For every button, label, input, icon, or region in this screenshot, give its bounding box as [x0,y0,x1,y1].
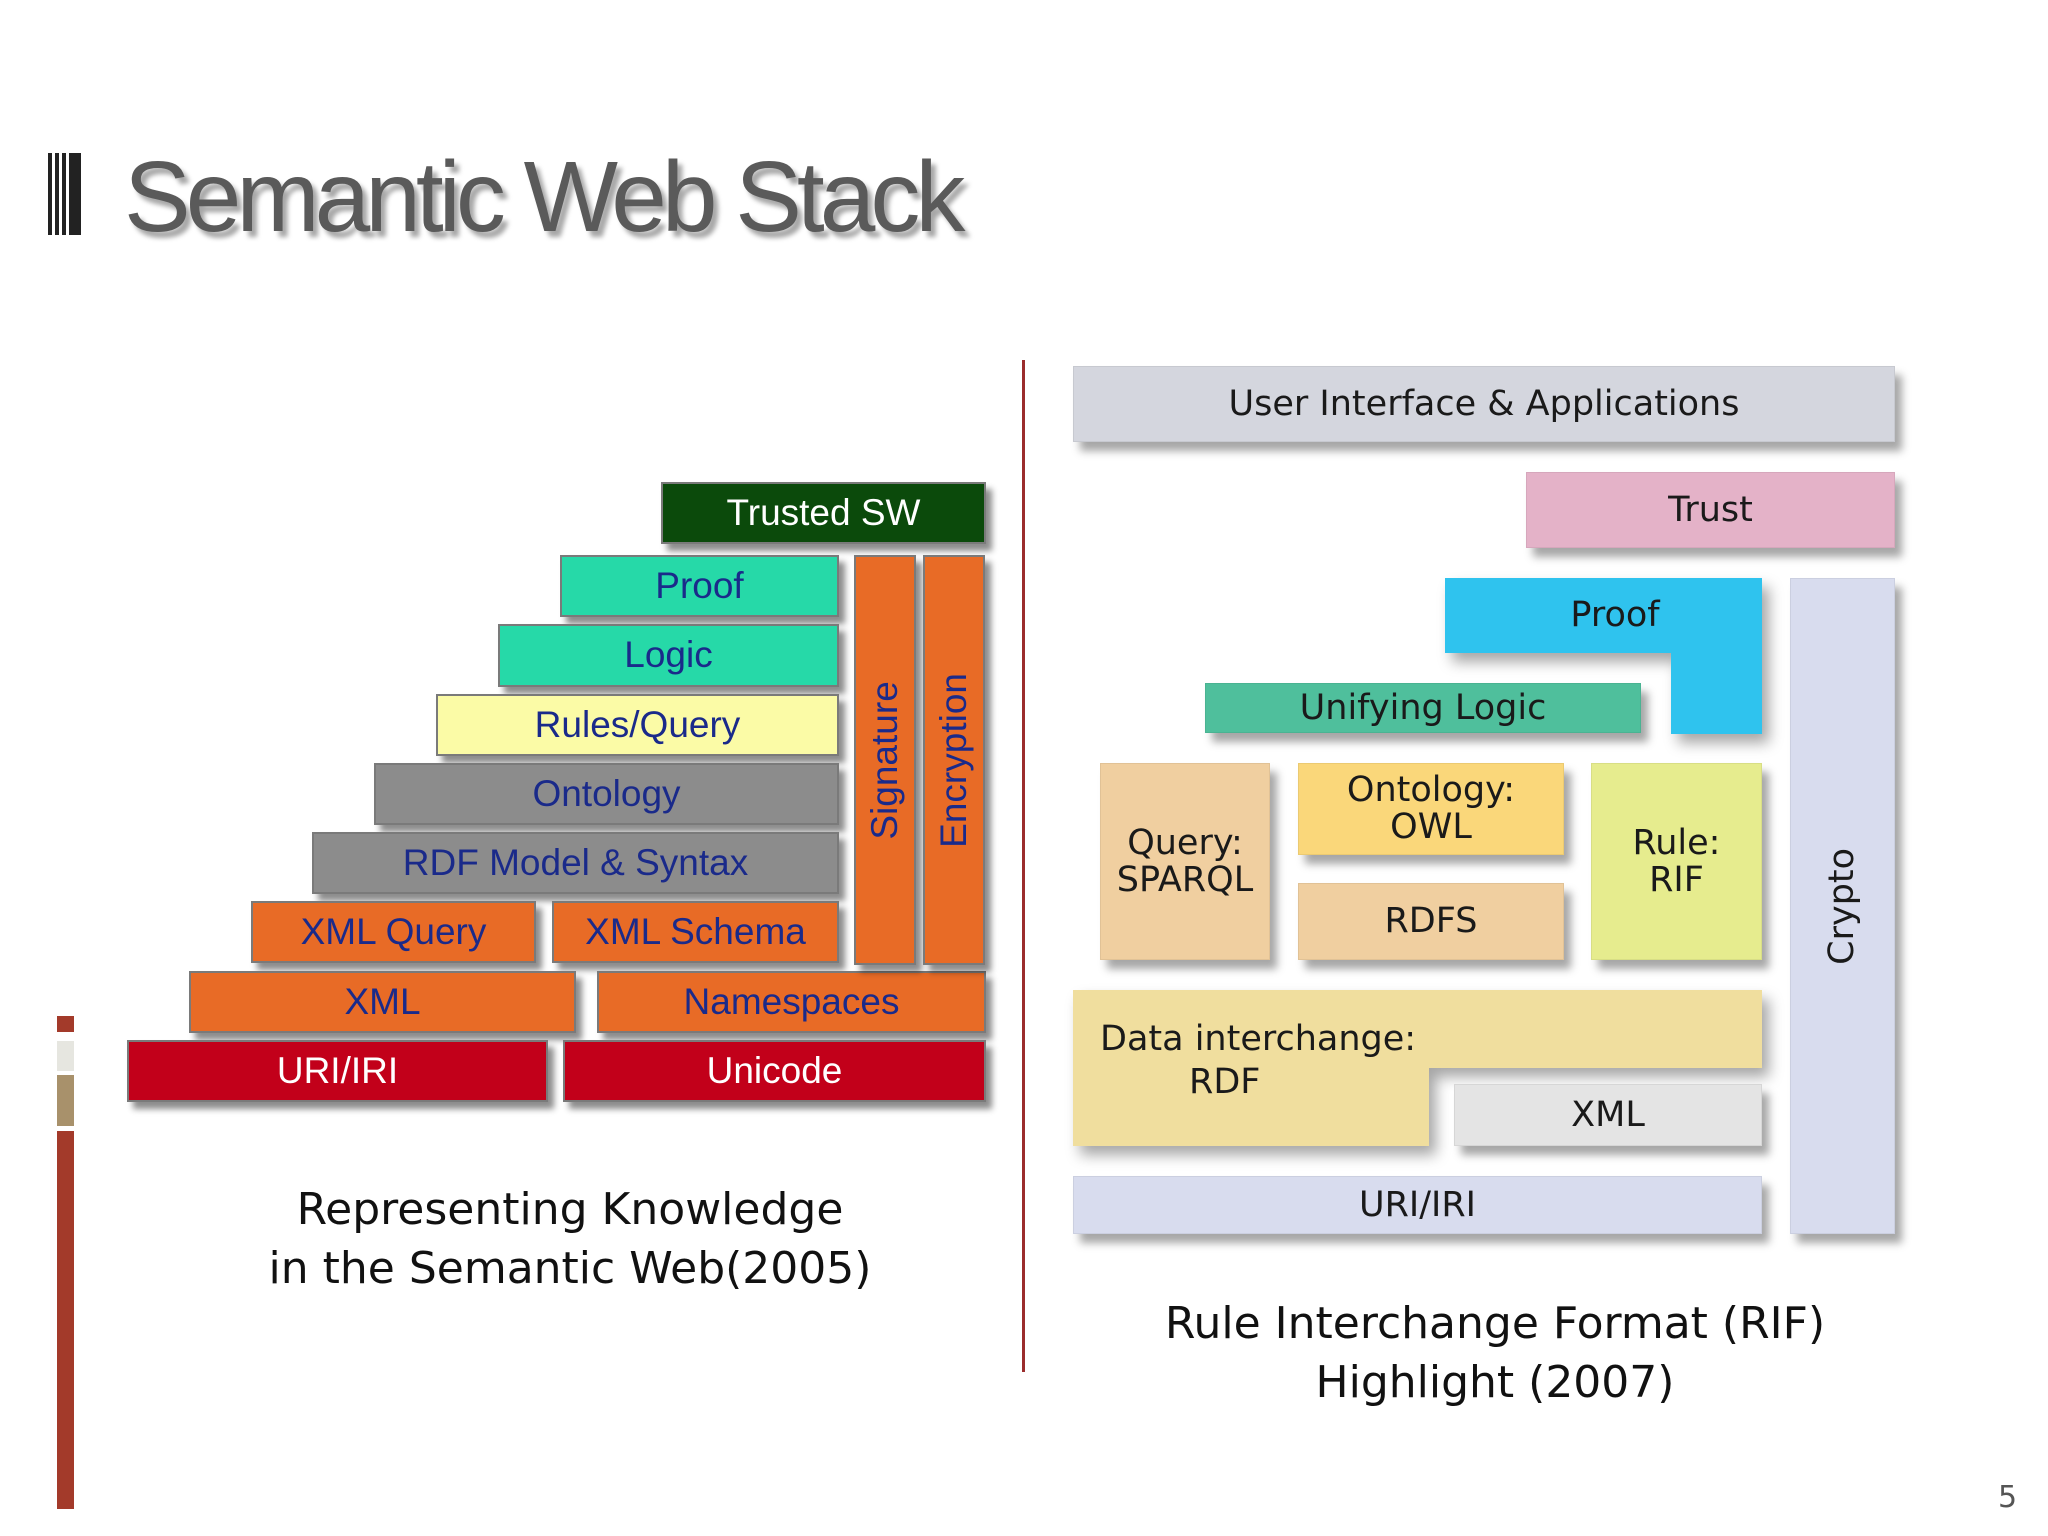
accent-bar-top [57,1016,74,1032]
layer-data-interchange-shape [1073,990,1762,1146]
left-caption: Representing Knowledge in the Semantic W… [268,1184,872,1295]
crypto-label: Crypto [1822,847,1863,965]
layer-xml-query: XML Query [251,901,536,963]
page-number: 5 [1998,1480,2018,1515]
layer-query-sparql: Query: SPARQL [1100,763,1270,960]
layer-uri-iri: URI/IRI [1073,1176,1762,1234]
layer-trust: Trust [1526,472,1895,548]
layer-signature: Signature [854,555,916,965]
layer-proof: Proof [560,555,839,617]
title-bar-icon [48,153,81,235]
encryption-label: Encryption [932,672,974,848]
layer-rdf-model: RDF Model & Syntax [312,832,839,894]
accent-bar-mid [57,1041,74,1071]
layer-xml-schema: XML Schema [552,901,839,963]
layer-ontology-owl: Ontology: OWL [1298,763,1564,855]
layer-xml: XML [1454,1084,1762,1146]
layer-rdfs: RDFS [1298,883,1564,960]
layer-unifying-logic: Unifying Logic [1205,683,1641,733]
layer-data-interchange-label: Data interchange: RDF [1100,1019,1417,1102]
layer-rule-rif: Rule: RIF [1591,763,1762,960]
right-caption: Rule Interchange Format (RIF) Highlight … [1164,1298,1826,1409]
vertical-divider [1022,360,1025,1372]
layer-encryption: Encryption [923,555,985,965]
accent-bar-long [57,1131,74,1509]
layer-logic: Logic [498,624,839,687]
layer-namespaces: Namespaces [597,971,986,1033]
layer-proof-label: Proof [1570,595,1660,636]
layer-rules-query: Rules/Query [436,694,839,756]
layer-ontology: Ontology [374,763,839,825]
layer-proof-shape [1445,578,1762,734]
accent-bar-tan [57,1075,74,1126]
layer-ui-apps: User Interface & Applications [1073,366,1895,442]
slide-title: Semantic Web Stack [124,141,965,253]
layer-uri-iri: URI/IRI [127,1040,548,1102]
layer-trusted-sw: Trusted SW [661,482,986,544]
layer-crypto: Crypto [1790,578,1895,1234]
signature-label: Signature [863,680,905,840]
layer-unicode: Unicode [563,1040,986,1102]
layer-xml: XML [189,971,576,1033]
